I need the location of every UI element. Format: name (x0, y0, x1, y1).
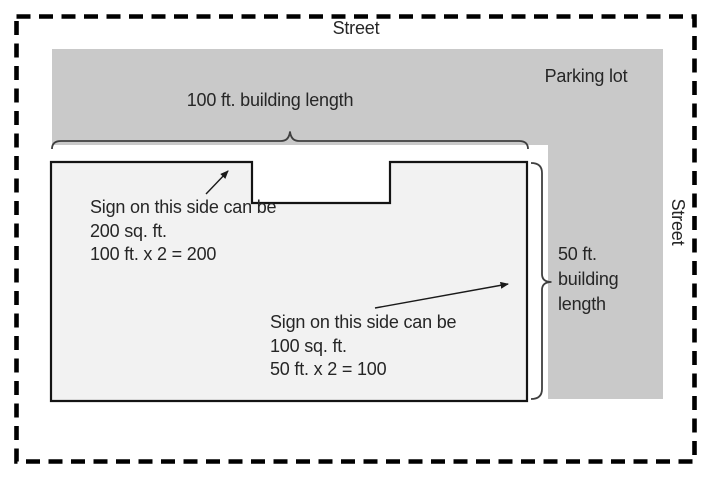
sign-right-line-2: 100 sq. ft. (270, 335, 347, 356)
length-right-line-3: length (558, 294, 606, 314)
sign-right-annotation: Sign on this side can be 100 sq. ft. 50 … (270, 311, 457, 382)
horizontal-brace-100ft (51, 131, 529, 150)
parking-lot-label: Parking lot (544, 66, 628, 86)
property-dashed-border (14, 14, 697, 464)
street-label-top: Street (332, 18, 380, 38)
building-shape (49, 160, 529, 403)
vertical-brace-50ft (530, 162, 552, 400)
sign-right-line-1: Sign on this side can be (270, 312, 457, 332)
street-label-right: Street (668, 198, 688, 246)
length-right-line-2: building (558, 269, 619, 289)
length-right-line-1: 50 ft. (558, 244, 597, 264)
building-length-right-label: 50 ft. building length (558, 242, 619, 317)
building-length-top-label: 100 ft. building length (186, 90, 354, 110)
sign-left-annotation: Sign on this side can be 200 sq. ft. 100… (90, 196, 277, 267)
sign-right-line-3: 50 ft. x 2 = 100 (270, 359, 387, 379)
sign-left-line-3: 100 ft. x 2 = 200 (90, 244, 217, 264)
arrow-to-side-facade (374, 281, 509, 309)
arrow-to-front-facade (205, 170, 229, 195)
sign-left-line-2: 200 sq. ft. (90, 220, 167, 241)
sign-left-line-1: Sign on this side can be (90, 197, 277, 217)
